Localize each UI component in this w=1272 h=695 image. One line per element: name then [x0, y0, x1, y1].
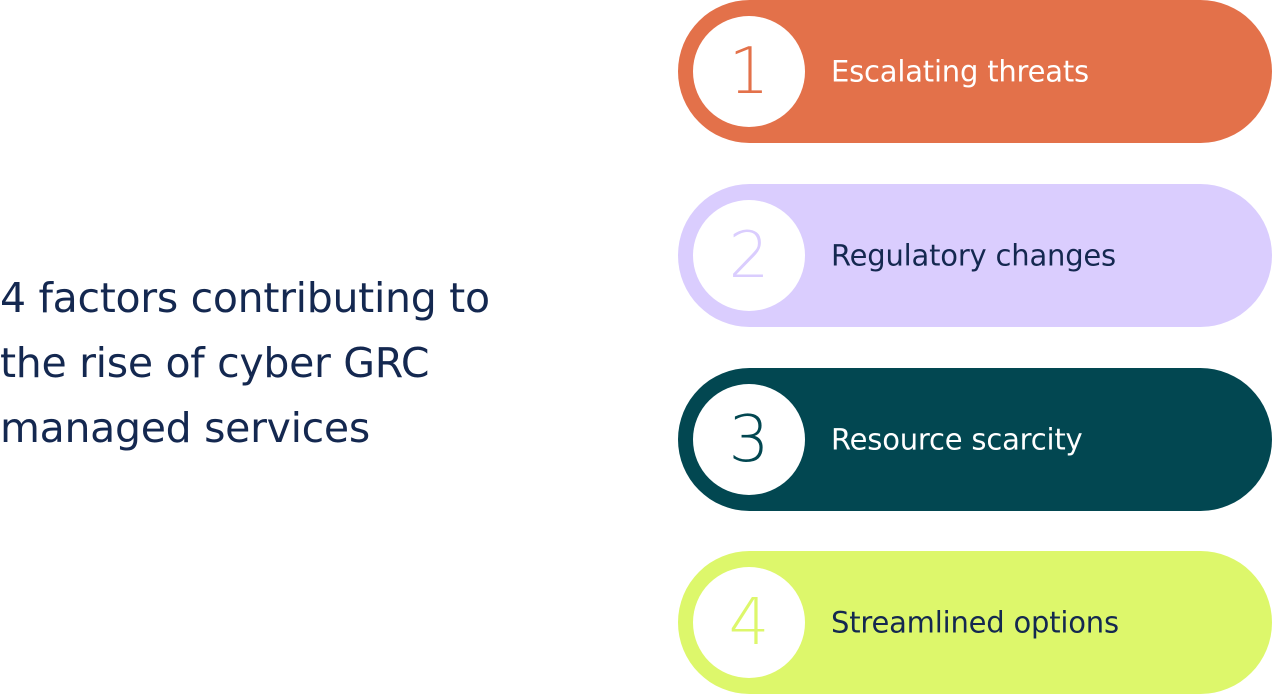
- factor-label: Escalating threats: [831, 53, 1089, 88]
- title-line: 4 factors contributing to: [0, 274, 490, 322]
- page-title: 4 factors contributing to the rise of cy…: [0, 266, 600, 461]
- factor-number: 1: [728, 34, 770, 109]
- title-line: managed services: [0, 404, 370, 452]
- factor-label: Regulatory changes: [831, 237, 1116, 272]
- number-badge: 1: [693, 16, 805, 127]
- factor-pill-2: 2 Regulatory changes: [678, 184, 1272, 327]
- factor-label: Resource scarcity: [831, 421, 1083, 456]
- number-badge: 2: [693, 200, 805, 311]
- factor-label: Streamlined options: [831, 604, 1119, 639]
- factor-number: 3: [728, 402, 770, 477]
- factor-number: 4: [728, 585, 770, 660]
- factor-pill-3: 3 Resource scarcity: [678, 368, 1272, 511]
- factor-number: 2: [728, 218, 770, 293]
- factor-pill-1: 1 Escalating threats: [678, 0, 1272, 143]
- number-badge: 4: [693, 567, 805, 678]
- number-badge: 3: [693, 384, 805, 495]
- factor-pill-4: 4 Streamlined options: [678, 551, 1272, 694]
- title-line: the rise of cyber GRC: [0, 339, 430, 387]
